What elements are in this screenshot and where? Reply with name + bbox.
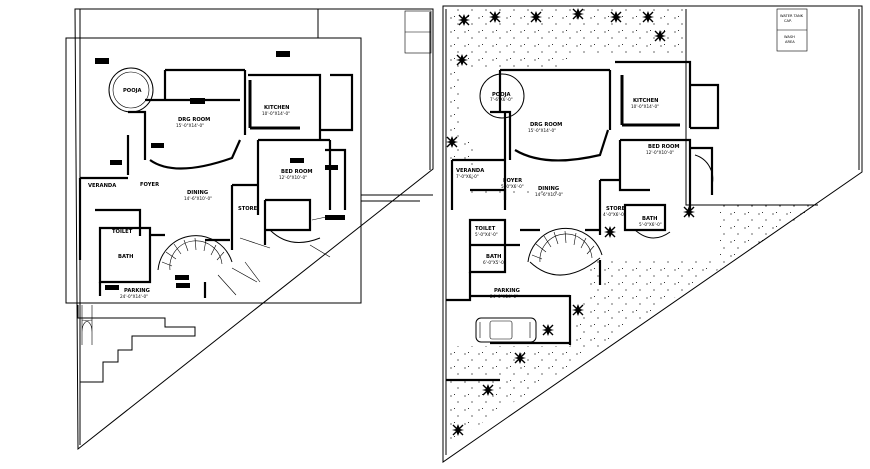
right-tank-sub: CAP.	[784, 19, 792, 23]
right-label-kitchen: KITCHEN	[633, 98, 659, 104]
right-room-labels: POOJA 7'-6"X6'-0" DRG ROOM 15'-0"X14'-0"…	[456, 92, 680, 299]
left-floor-plan: POOJA DRG ROOM 15'-0"X14'-0" KITCHEN 10'…	[65, 8, 434, 451]
right-size-store: 4'-0"X6'-0"	[603, 212, 626, 217]
left-label-drg: DRG ROOM	[178, 117, 210, 123]
left-size-parking: 24'-0"X14'-0"	[120, 294, 148, 299]
right-size-kitchen: 10'-0"X14'-0"	[631, 104, 659, 109]
right-label-foyer: FOYER	[503, 178, 522, 184]
left-drawing-frame	[65, 37, 362, 304]
left-label-store: STORE	[238, 206, 258, 212]
right-size-bath: 6'-0"X5'-0"	[483, 260, 506, 265]
right-size-bath2: 5'-0"X6'-0"	[639, 222, 662, 227]
right-label-bath: BATH	[486, 254, 501, 260]
left-room-labels: POOJA DRG ROOM 15'-0"X14'-0" KITCHEN 10'…	[88, 88, 313, 299]
left-size-dining: 14'-6"X10'-0"	[184, 196, 212, 201]
left-staircase	[157, 235, 233, 271]
right-wash-label: WASH	[784, 35, 795, 39]
right-tank-label: WATER TANK	[780, 14, 804, 18]
left-site-boundary	[74, 8, 434, 451]
left-label-kitchen: KITCHEN	[264, 105, 290, 111]
left-pooja-circle	[108, 67, 154, 113]
right-label-bed: BED ROOM	[648, 144, 680, 150]
right-floor-plan: WATER TANK CAP. WASH AREA	[442, 5, 863, 463]
left-label-dining: DINING	[187, 190, 208, 196]
right-wash-sub: AREA	[785, 40, 795, 44]
right-label-toilet: TOILET	[475, 226, 496, 232]
left-size-kitchen: 10'-0"X14'-0"	[262, 111, 290, 116]
left-label-pooja: POOJA	[123, 88, 142, 94]
right-label-dining: DINING	[538, 186, 559, 192]
right-staircase	[527, 227, 603, 276]
left-label-bath: BATH	[118, 254, 133, 260]
right-site-boundary	[442, 5, 863, 463]
right-pooja-circle	[479, 73, 525, 119]
left-size-bed: 12'-0"X10'-0"	[279, 175, 307, 180]
right-size-parking: 24'-0"X14'-0"	[490, 294, 518, 299]
left-label-toilet: TOILET	[112, 229, 133, 235]
left-dimension-tags	[95, 51, 345, 296]
right-label-parking: PARKING	[494, 288, 520, 294]
right-label-bath2: BATH	[642, 216, 657, 222]
right-size-drg: 15'-0"X14'-0"	[528, 128, 556, 133]
left-label-veranda: VERANDA	[88, 183, 116, 189]
left-label-parking: PARKING	[124, 288, 150, 294]
right-size-dining: 14'-6"X10'-0"	[535, 192, 563, 197]
left-walls	[78, 68, 354, 298]
left-label-foyer: FOYER	[140, 182, 159, 188]
right-size-pooja: 7'-6"X6'-0"	[490, 97, 513, 102]
right-size-veranda: 7'-0"X6'-0"	[456, 174, 479, 179]
right-label-store: STORE	[606, 206, 626, 212]
right-size-foyer: 5'-0"X6'-0"	[501, 184, 524, 189]
right-size-bed: 12'-0"X10'-0"	[646, 150, 674, 155]
car-icon	[475, 317, 537, 343]
right-size-toilet: 5'-0"X4'-0"	[475, 232, 498, 237]
right-walls	[446, 60, 720, 382]
left-size-drg: 15'-0"X14'-0"	[176, 123, 204, 128]
right-label-veranda: VERANDA	[456, 168, 484, 174]
right-label-pooja: POOJA	[492, 92, 511, 98]
right-label-drg: DRG ROOM	[530, 122, 562, 128]
left-label-bed: BED ROOM	[281, 169, 313, 175]
